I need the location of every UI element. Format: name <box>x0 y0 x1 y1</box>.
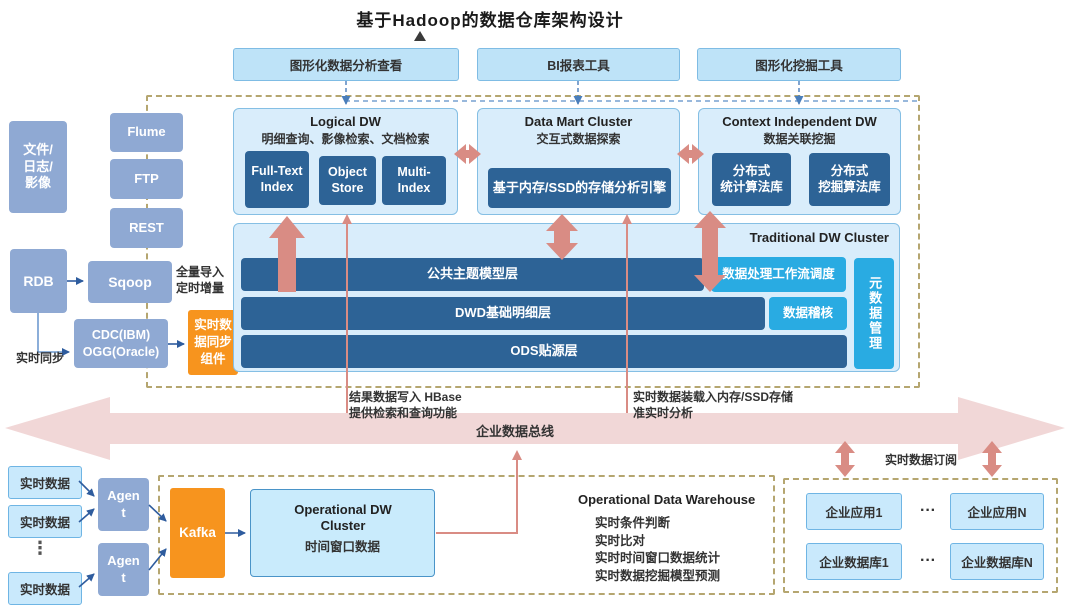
context-dw-title: Context Independent DW <box>722 114 877 129</box>
feature-realtime-condition: 实时条件判断 <box>595 516 671 530</box>
source-rest: REST <box>110 208 183 248</box>
hbase-write-note: 结果数据写入 HBase 提供检索和查询功能 <box>349 390 462 421</box>
enterprise-db-1-box: 企业数据库1 <box>806 543 902 580</box>
operational-dw-cluster-title: Operational DW Cluster <box>294 502 392 534</box>
agent-box-2: Agent <box>98 543 149 596</box>
feature-realtime-window-stats: 实时时间窗口数据统计 <box>595 551 721 565</box>
data-audit-box: 数据稽核 <box>769 297 847 330</box>
source-flume: Flume <box>110 113 183 152</box>
enterprise-db-n-box: 企业数据库N <box>950 543 1044 580</box>
memory-ssd-engine-box: 基于内存/SSD的存储分析引擎 <box>488 168 671 208</box>
batch-load-note: 全量导入 定时增量 <box>176 265 225 296</box>
realtime-sync-note: 实时同步 <box>16 351 65 365</box>
enterprise-app-1-box: 企业应用1 <box>806 493 902 530</box>
source-ftp: FTP <box>110 159 183 199</box>
operational-feature-list: 实时条件判断 实时比对 实时时间窗口数据统计 实时数据挖掘模型预测 <box>595 515 720 585</box>
traditional-dw-cluster-panel: Traditional DW Cluster 公共主题模型层 数据处理工作流调度… <box>233 223 900 372</box>
context-independent-dw-panel: Context Independent DW 数据关联挖掘 分布式 统计算法库 … <box>698 108 901 215</box>
logical-dw-panel: Logical DW 明细查询、影像检索、文档检索 Full-Text Inde… <box>233 108 458 215</box>
agent-box-1: Agent <box>98 478 149 531</box>
kafka-box: Kafka <box>170 488 225 578</box>
arrow-rdb-to-cdc <box>37 313 70 356</box>
feature-realtime-compare: 实时比对 <box>595 533 646 548</box>
tool-graphical-mining: 图形化挖掘工具 <box>697 48 901 81</box>
apps-ellipsis: ··· <box>920 502 936 519</box>
vertical-ellipsis: ⋮ <box>31 538 49 558</box>
data-mart-panel: Data Mart Cluster 交互式数据探索 基于内存/SSD的存储分析引… <box>477 108 680 215</box>
enterprise-data-bus-label: 企业数据总线 <box>475 424 554 439</box>
operational-data-warehouse-title: Operational Data Warehouse <box>578 492 756 507</box>
realtime-data-box-2: 实时数据 <box>8 505 82 538</box>
stat-algorithm-lib-box: 分布式 统计算法库 <box>712 153 791 206</box>
multi-index-box: Multi-Index <box>382 156 446 205</box>
logical-dw-title: Logical DW <box>310 114 381 129</box>
source-files-logs-images: 文件/ 日志/ 影像 <box>9 121 67 213</box>
arrow-bus-apps-subscribe-1 <box>835 441 855 477</box>
object-store-box: Object Store <box>319 156 376 205</box>
source-sqoop: Sqoop <box>88 261 172 303</box>
data-mart-title: Data Mart Cluster <box>524 114 633 129</box>
realtime-sync-component: 实时数据同步组件 <box>188 310 238 375</box>
full-text-index-box: Full-Text Index <box>245 151 309 208</box>
title-up-arrow-icon <box>414 31 426 41</box>
feature-realtime-mining-predict: 实时数据挖掘模型预测 <box>595 568 721 583</box>
ssd-load-note: 实时数据装载入内存/SSD存储 准实时分析 <box>633 390 794 421</box>
dbs-ellipsis: ··· <box>920 552 936 569</box>
layer-ods-source: ODS贴源层 <box>241 335 847 368</box>
source-rdb: RDB <box>10 249 67 313</box>
enterprise-app-n-box: 企业应用N <box>950 493 1044 530</box>
logical-dw-subtitle: 明细查询、影像检索、文档检索 <box>261 132 430 146</box>
layer-dwd-detail: DWD基础明细层 <box>241 297 765 330</box>
realtime-data-box-3: 实时数据 <box>8 572 82 605</box>
metadata-management-box: 元数据管理 <box>854 258 894 369</box>
tool-bi-report: BI报表工具 <box>477 48 680 81</box>
enterprise-dashed-container <box>783 478 1058 593</box>
traditional-dw-label: Traditional DW Cluster <box>749 230 889 245</box>
layer-common-subject-model: 公共主题模型层 <box>241 258 704 291</box>
page-title: 基于Hadoop的数据仓库架构设计 <box>356 11 624 30</box>
data-mart-subtitle: 交互式数据探索 <box>536 132 621 146</box>
realtime-subscribe-label: 实时数据订阅 <box>885 453 958 467</box>
operational-dw-cluster-box: Operational DW Cluster 时间窗口数据 <box>250 489 435 577</box>
source-cdc-ogg: CDC(IBM) OGG(Oracle) <box>74 319 168 368</box>
operational-dw-cluster-subtitle: 时间窗口数据 <box>304 540 380 554</box>
realtime-data-box-1: 实时数据 <box>8 466 82 499</box>
tool-graphical-analysis: 图形化数据分析查看 <box>233 48 459 81</box>
context-dw-subtitle: 数据关联挖掘 <box>763 132 836 146</box>
mining-algorithm-lib-box: 分布式 挖掘算法库 <box>809 153 890 206</box>
workflow-scheduler-box: 数据处理工作流调度 <box>711 257 846 292</box>
